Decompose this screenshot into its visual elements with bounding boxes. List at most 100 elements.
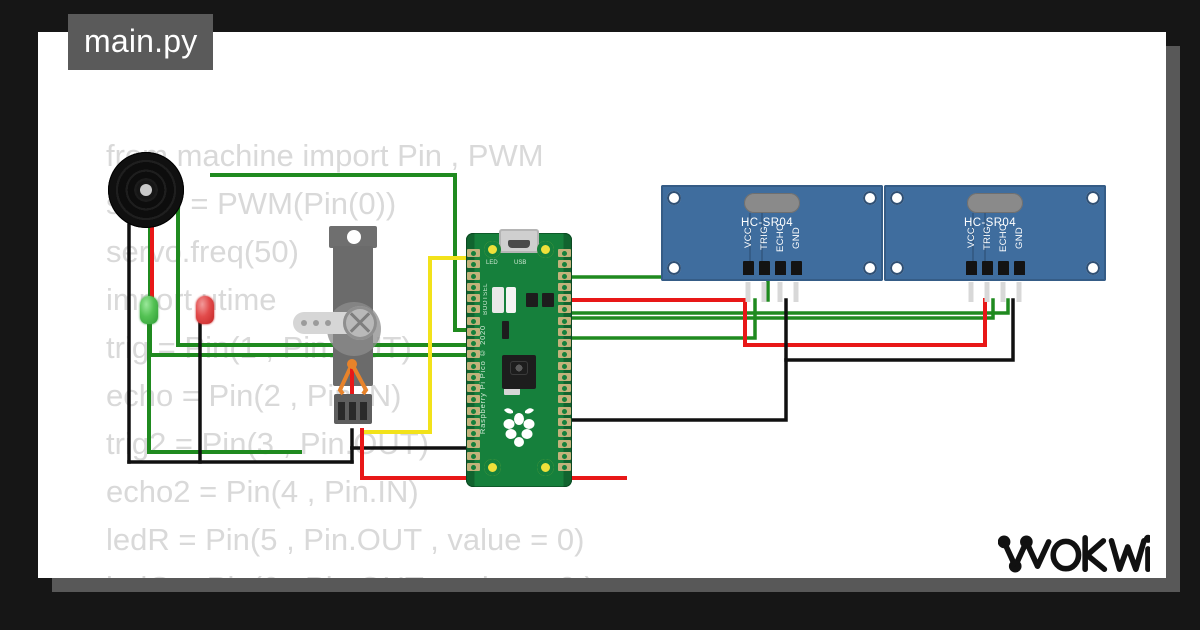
hcsr04-trace [749,213,751,261]
part-led-green[interactable] [140,296,158,330]
pico-pin[interactable] [558,339,571,347]
pico-pin[interactable] [467,350,480,359]
hcsr04-oscillator [967,193,1023,213]
pico-pin[interactable] [558,271,571,280]
pico-led-silk: LED [486,260,498,266]
hcsr04-pin-vcc[interactable] [966,261,977,275]
pico-pin[interactable] [467,339,480,347]
pico-pin[interactable] [467,384,480,392]
part-led-red[interactable] [196,296,214,330]
pico-pin[interactable] [467,294,480,302]
pico-usb-connector [499,229,539,253]
pico-pin[interactable] [467,372,480,381]
pico-pin[interactable] [558,316,571,325]
hcsr04-pin-trig[interactable] [759,261,770,275]
pico-pin[interactable] [558,305,571,314]
pico-pin[interactable] [467,406,480,415]
pico-pin[interactable] [558,462,571,471]
pico-pin[interactable] [558,451,571,460]
pico-debug-pad[interactable] [537,459,554,476]
pico-pin[interactable] [558,395,571,404]
hcsr04-screw-hole [667,261,681,275]
pico-component [542,293,554,307]
pico-usb-silk: USB [514,260,527,266]
pico-pin[interactable] [558,440,571,449]
pico-flash-chip [506,287,516,313]
servo-horn-hole [313,320,319,326]
hcsr04-pin-vcc[interactable] [743,261,754,275]
pico-pin[interactable] [558,372,571,381]
pico-pin[interactable] [558,417,571,426]
pico-pin[interactable] [558,406,571,415]
hcsr04-pin-label-gnd: GND [791,227,802,250]
part-servo-motor[interactable] [293,226,381,424]
pico-right-header[interactable] [558,249,571,471]
pico-component [526,293,538,307]
hcsr04-trace [984,213,986,261]
servo-connector [334,394,372,424]
pico-pin[interactable] [558,249,571,257]
servo-pin-vcc [349,402,356,420]
hcsr04-screw-hole [890,191,904,205]
hcsr04-pin-label-trig: TRIG [982,226,993,250]
pico-pin[interactable] [467,327,480,336]
filename-tab[interactable]: main.py [68,14,214,70]
code-line: ledG = Pin(6 , Pin.OUT , value = 0 ) [106,564,595,578]
hcsr04-pin-gnd[interactable] [1014,261,1025,275]
pico-pin[interactable] [467,451,480,460]
pico-pin[interactable] [467,462,480,471]
pico-pin[interactable] [558,294,571,302]
part-hcsr04-ultrasonic-1[interactable]: HC-SR04 VCC TRIG ECHO GND [661,185,883,281]
pico-pin[interactable] [558,327,571,336]
pico-pin[interactable] [558,384,571,392]
pico-bootsel-silk: BOOTSEL [483,283,489,315]
part-raspberry-pi-pico[interactable]: LED USB BOOTSEL Raspberry Pi Pico © 2020 [466,229,572,487]
pico-silk-text: Raspberry Pi Pico © 2020 [478,325,487,435]
pico-rp2040-chip [502,355,536,389]
hcsr04-screw-hole [863,191,877,205]
hcsr04-oscillator [744,193,800,213]
pico-bootsel-button[interactable] [492,287,504,313]
pico-component [502,321,509,339]
parts-layer: LED USB BOOTSEL Raspberry Pi Pico © 2020 [38,32,1166,578]
pico-pin[interactable] [467,249,480,257]
servo-hub [343,306,377,340]
pico-pin[interactable] [467,440,480,449]
hcsr04-screw-hole [1086,261,1100,275]
pico-pin[interactable] [558,429,571,437]
hcsr04-pin-label-echo: ECHO [998,223,1009,253]
hcsr04-pin-echo[interactable] [998,261,1009,275]
servo-mount-hole [347,230,361,244]
wokwi-logo [997,524,1153,578]
pico-pin[interactable] [467,305,480,314]
hcsr04-trace [761,213,763,261]
hcsr04-screw-hole [667,191,681,205]
wokwi-logo-icon [997,534,1153,573]
pico-pin[interactable] [558,282,571,291]
raspberry-pi-logo-icon [503,408,535,447]
hcsr04-pin-label-vcc: VCC [743,227,754,249]
pico-pin[interactable] [558,260,571,269]
pico-pin[interactable] [467,316,480,325]
hcsr04-pin-echo[interactable] [775,261,786,275]
pico-pin[interactable] [558,350,571,359]
pico-debug-pad[interactable] [537,241,554,258]
hcsr04-pin-labels-1: VCC TRIG ECHO GND [743,217,802,259]
servo-pin-gnd [338,402,345,420]
hcsr04-pin-gnd[interactable] [791,261,802,275]
part-buzzer[interactable] [108,152,184,228]
part-hcsr04-ultrasonic-2[interactable]: HC-SR04 VCC TRIG ECHO GND [884,185,1106,281]
pico-pin[interactable] [467,282,480,291]
pico-pin[interactable] [558,361,571,370]
pico-pin[interactable] [467,271,480,280]
pico-debug-pad[interactable] [484,459,501,476]
pico-pin[interactable] [467,395,480,404]
pico-pin[interactable] [467,260,480,269]
pico-debug-pad[interactable] [484,241,501,258]
led-green-bulb [140,296,158,324]
hcsr04-pin-trig[interactable] [982,261,993,275]
hcsr04-pin-header-2[interactable] [966,261,1025,275]
hcsr04-pin-header-1[interactable] [743,261,802,275]
pico-pin[interactable] [467,361,480,370]
